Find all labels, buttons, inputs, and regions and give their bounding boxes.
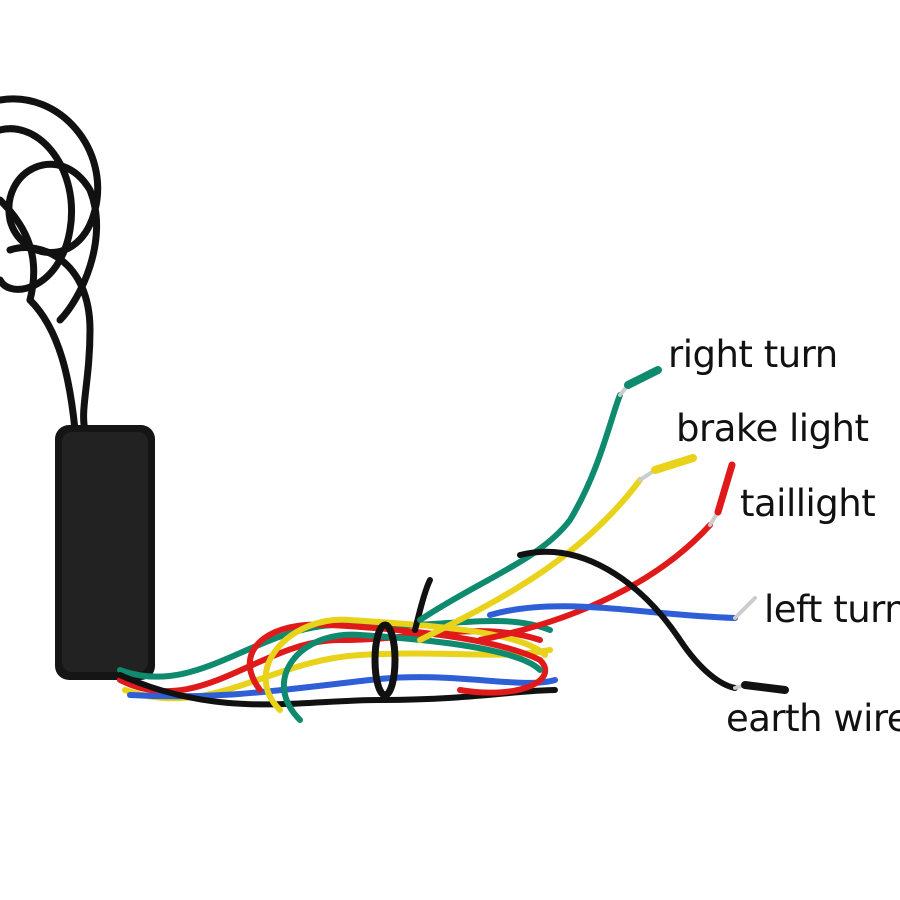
wire-right-turn <box>417 366 662 623</box>
wire-brake-light <box>417 454 697 643</box>
label-right-turn: right turn <box>668 333 838 376</box>
label-earth-wire: earth wire <box>726 697 900 740</box>
label-taillight: taillight <box>740 482 876 525</box>
wire-earth <box>517 548 789 694</box>
black-cable-coil <box>0 95 102 434</box>
label-left-turn: left turn <box>764 588 900 631</box>
wire-taillight <box>477 461 736 643</box>
label-brake-light: brake light <box>676 407 869 450</box>
control-box <box>55 425 155 680</box>
wire-left-turn <box>487 596 757 621</box>
